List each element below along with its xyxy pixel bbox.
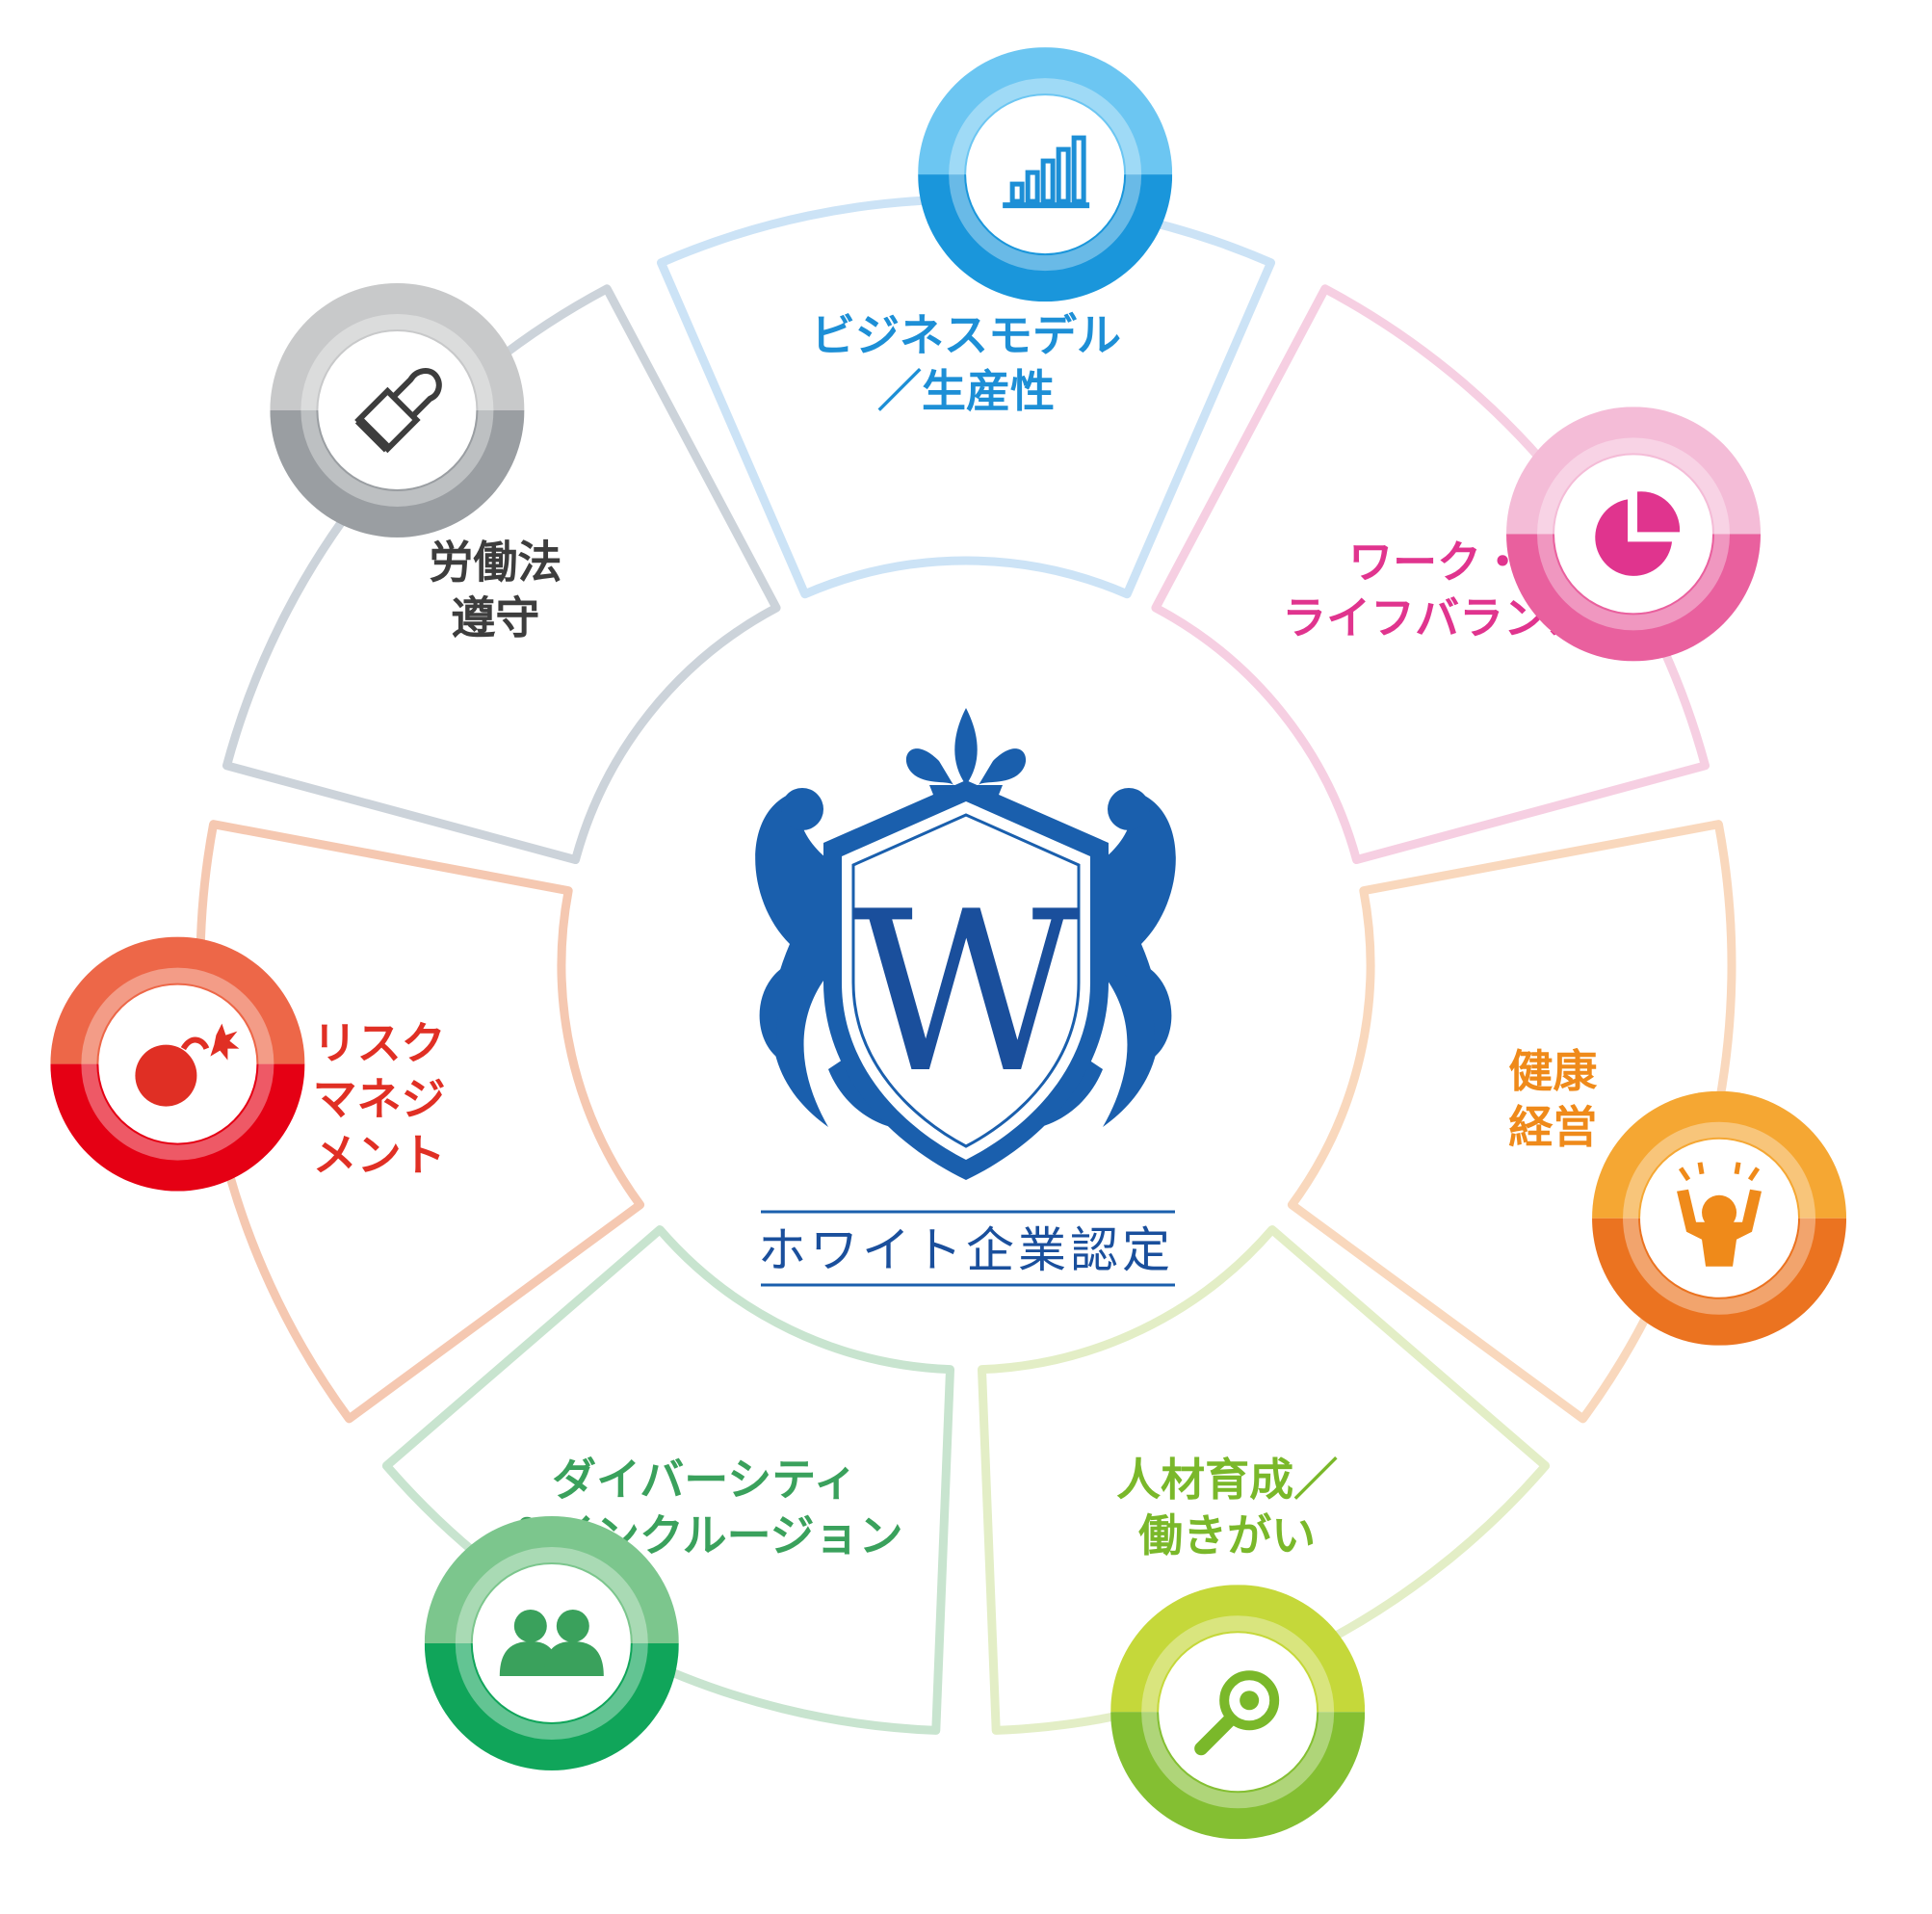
- segment-label-work-life-balance: ワーク・: [1348, 536, 1525, 588]
- segment-talent-development: [977, 1225, 1551, 1735]
- segment-labor-law: [222, 284, 781, 865]
- icon-circle-work-life-balance: [1506, 406, 1762, 662]
- emblem-letter: W: [852, 865, 1080, 1122]
- segment-business-model: [656, 195, 1276, 599]
- icon-circle-labor-law: [270, 282, 525, 537]
- segment-label-risk-management: マネジ: [313, 1073, 446, 1125]
- people-icon: [499, 1609, 604, 1676]
- white-company-emblem: W ホワイト企業認定: [755, 708, 1176, 1287]
- segment-risk-management: [196, 820, 645, 1424]
- segment-label-risk-management: メント: [313, 1129, 446, 1181]
- icon-circle-diversity-inclusion: [424, 1515, 679, 1770]
- icon-circle-health-management: [1592, 1090, 1847, 1346]
- icon-circle-risk-management: [50, 936, 305, 1192]
- segment-label-diversity-inclusion: ダイバーシティ: [552, 1454, 857, 1506]
- emblem-caption: ホワイト企業認定: [758, 1222, 1174, 1278]
- emblem-ornament-right: [1006, 788, 1176, 1130]
- magnifier-icon: [1194, 1670, 1280, 1756]
- segment-label-business-model: ビジネスモデル: [811, 309, 1121, 361]
- segment-label-labor-law: 労働法: [429, 536, 561, 588]
- emblem-shield-inner: [842, 801, 1090, 1160]
- segment-diversity-inclusion: [381, 1225, 955, 1735]
- segment-label-labor-law: 遵守: [451, 591, 539, 643]
- segment-outlines: [196, 195, 1736, 1735]
- segment-label-health-management: 健康: [1508, 1045, 1597, 1097]
- segment-label-risk-management: リスク: [313, 1017, 446, 1069]
- bar-chart-icon: [1003, 135, 1090, 209]
- stamp-icon: [354, 368, 442, 454]
- emblem-ornament-left: [755, 788, 925, 1130]
- pie-chart-icon: [1595, 491, 1681, 576]
- segment-label-talent-development: 人材育成／: [1116, 1454, 1338, 1506]
- segment-label-health-management: 経営: [1508, 1101, 1597, 1153]
- bomb-icon: [135, 1023, 240, 1107]
- segment-work-life-balance: [1151, 284, 1710, 865]
- icon-circle-talent-development: [1110, 1585, 1366, 1840]
- segment-label-talent-development: 働きがい: [1138, 1509, 1316, 1561]
- icon-circle-business-model: [918, 47, 1173, 302]
- emblem-shield-line: [851, 813, 1081, 1148]
- person-cheering-icon: [1677, 1162, 1762, 1267]
- segment-label-business-model: ／生産性: [877, 365, 1055, 417]
